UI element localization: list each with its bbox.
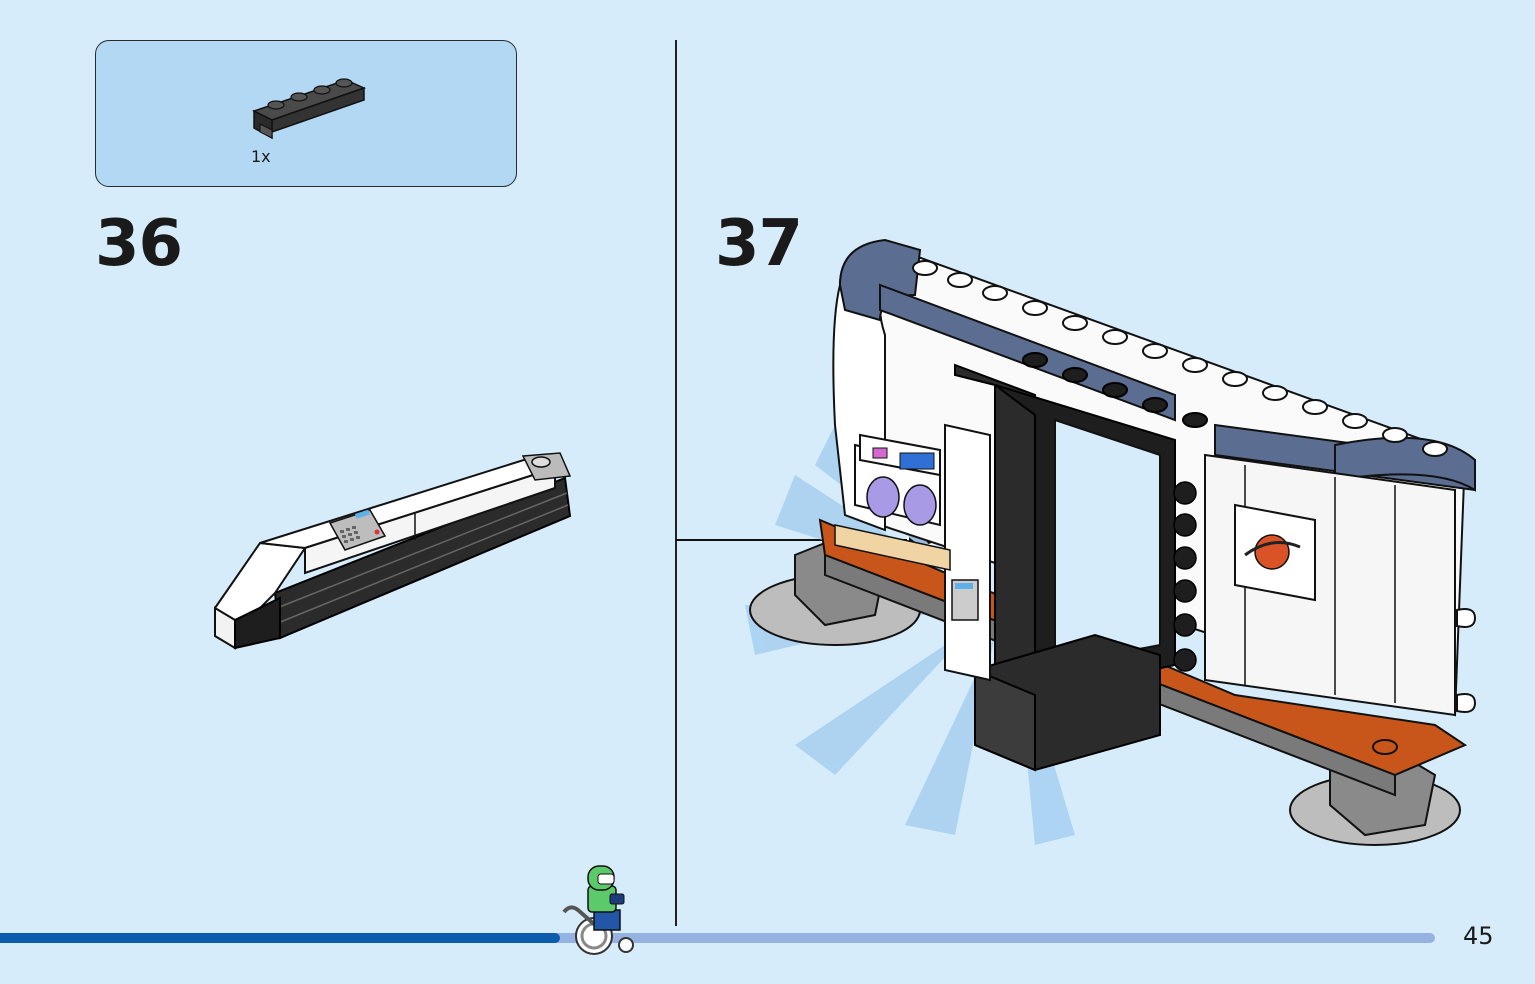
step-number-37: 37 [715, 207, 803, 281]
wheelchair-minifigure-icon [562, 865, 634, 955]
progress-fill [0, 933, 560, 943]
step-36-assembly-illustration [214, 452, 572, 650]
black-bracket-brick-icon [252, 78, 366, 140]
step-divider [675, 40, 677, 926]
page-number: 45 [1463, 922, 1494, 950]
step-number-36: 36 [95, 207, 183, 281]
parts-callout: 1x [95, 40, 517, 187]
progress-track [0, 933, 1435, 943]
step-37-assembly-illustration [745, 238, 1477, 846]
part-quantity: 1x [251, 147, 271, 166]
